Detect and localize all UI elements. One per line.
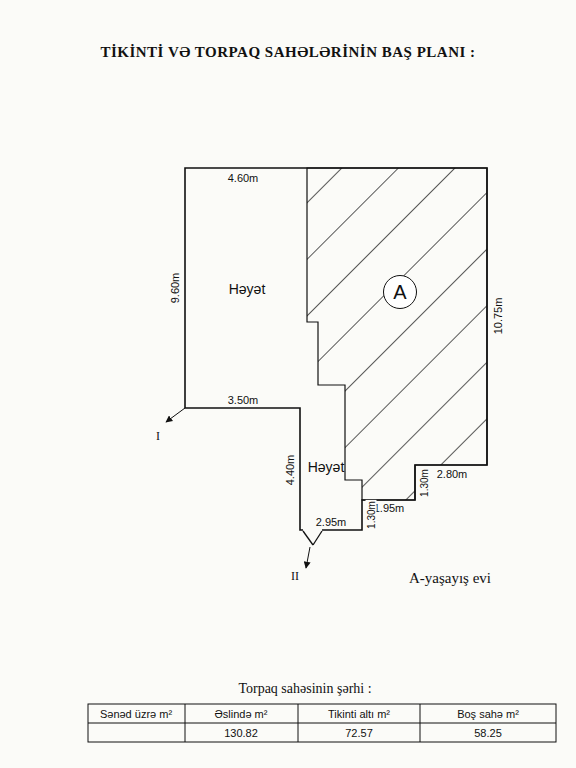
door-symbol [303, 530, 322, 545]
dimension: 10.75m [492, 297, 504, 336]
legend-note: A-yaşayış evi [409, 570, 491, 587]
table-caption: Torpaq sahəsinin şərhi : [238, 681, 371, 696]
table-header: Əslində m² [215, 708, 268, 720]
dimension: 1.30m [419, 468, 430, 498]
section-mark: II [291, 570, 299, 583]
plot-outline [185, 168, 487, 530]
page-title: TİKİNTİ VƏ TORPAQ SAHƏLƏRİNİN BAŞ PLANI … [100, 44, 475, 61]
table-header: Tikinti altı m² [328, 708, 390, 720]
section-arrow [166, 408, 185, 422]
table-cell: 130.82 [224, 727, 258, 739]
table-cell: 72.57 [345, 727, 373, 739]
section-mark: I [156, 430, 160, 443]
dimension: 3.50m [227, 394, 260, 406]
dimension: 4.40m [284, 454, 296, 487]
callout-letter: A [393, 282, 406, 302]
dimension: 2.80m [436, 468, 469, 480]
dimension: 1.95m [373, 502, 406, 514]
dimension: 1.30m [366, 500, 377, 530]
table-cell: 58.25 [474, 727, 502, 739]
dimension: 2.95m [315, 516, 348, 528]
callout-circle: A [383, 275, 417, 309]
table-header: Boş sahə m² [457, 708, 519, 720]
table-grid [88, 704, 556, 742]
section-arrow [306, 547, 310, 568]
area-label: Həyət [229, 282, 266, 297]
dimension: 4.60m [227, 172, 260, 184]
table-header: Sənəd üzrə m² [100, 708, 172, 720]
dimension: 9.60m [169, 272, 181, 305]
house-hatch [307, 168, 487, 500]
area-label: Həyət [308, 460, 345, 475]
